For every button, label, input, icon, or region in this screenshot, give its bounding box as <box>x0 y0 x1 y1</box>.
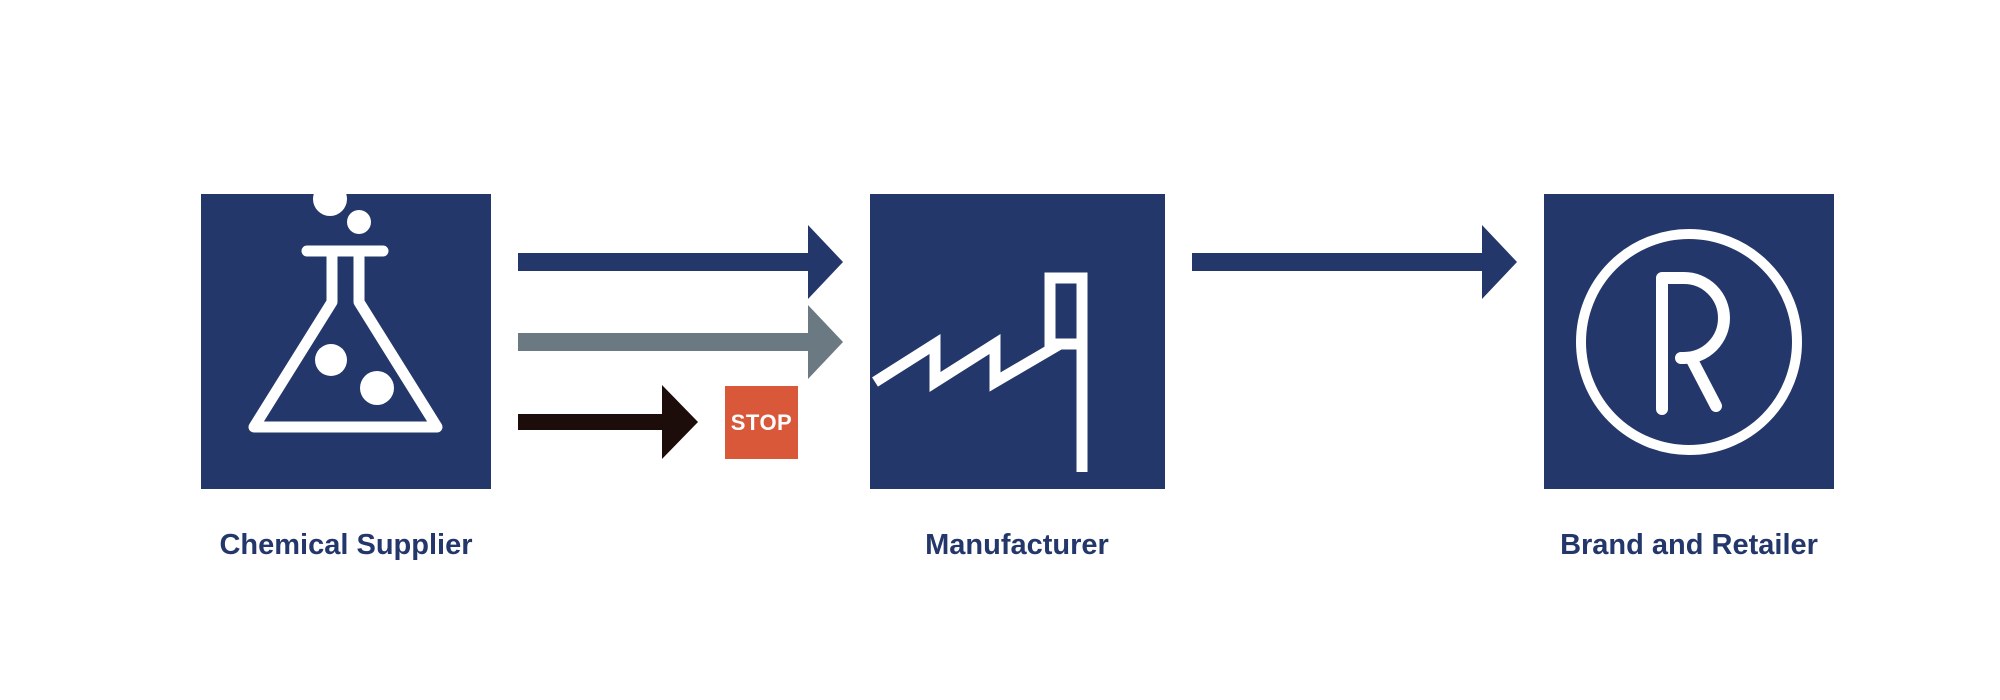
arrow-shape <box>518 305 843 379</box>
chemical-supplier-tile <box>201 194 491 489</box>
arrow-manufacturer-to-brand-retailer <box>1192 225 1517 299</box>
manufacturer-label: Manufacturer <box>925 529 1109 561</box>
registered-trademark-icon <box>1576 229 1802 455</box>
arrow-shape <box>518 385 698 459</box>
flask-icon <box>248 194 443 433</box>
manufacturer-tile <box>870 194 1165 489</box>
arrow-shape <box>1192 225 1517 299</box>
stop-sign: STOP <box>725 386 798 459</box>
arrow-supplier-to-manufacturer-primary <box>518 225 843 299</box>
arrow-supplier-to-stop <box>518 385 698 459</box>
arrow-shape <box>518 225 843 299</box>
arrow-supplier-to-manufacturer-secondary <box>518 305 843 379</box>
brand-retailer-label: Brand and Retailer <box>1560 529 1818 561</box>
factory-icon <box>872 272 1088 472</box>
chemical-supplier-label: Chemical Supplier <box>219 529 473 561</box>
brand-retailer-tile <box>1544 194 1834 489</box>
